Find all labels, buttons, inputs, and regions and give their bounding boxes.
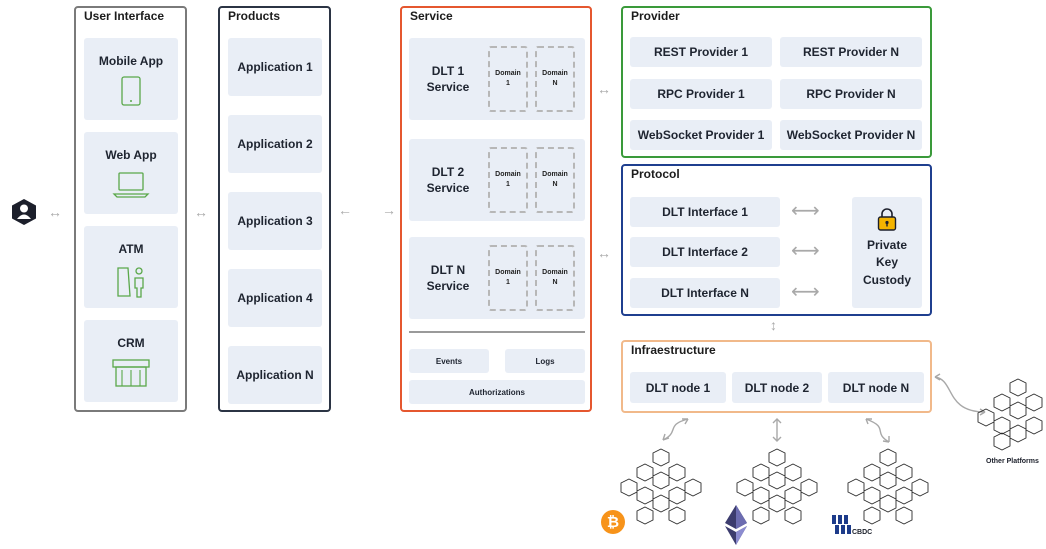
rpc-provider-1[interactable]: RPC Provider 1 xyxy=(630,79,772,109)
products-right-arrow-icon: → xyxy=(382,202,396,218)
service-label: DLT 2 Service xyxy=(426,164,470,195)
mobile-phone-icon xyxy=(121,76,141,106)
ui-products-arrow-icon: ↔ xyxy=(194,204,208,220)
provider-panel: Provider REST Provider 1 REST Provider N… xyxy=(621,6,932,158)
private-key-custody[interactable]: Private Key Custody xyxy=(852,197,922,308)
service-2-domain-1[interactable]: Domain 1 xyxy=(488,147,528,213)
cbdc-logo-icon xyxy=(832,515,851,534)
service-label: DLT N Service xyxy=(426,262,470,293)
protocol-infra-arrow-icon: ↕ xyxy=(770,317,777,333)
padlock-icon xyxy=(877,208,897,231)
service-n-domain-1[interactable]: Domain 1 xyxy=(488,245,528,311)
bitcoin-icon: ₿ xyxy=(601,510,625,534)
service-dlt-n[interactable]: DLT N Service xyxy=(409,237,585,319)
ui-item-web-app[interactable]: Web App xyxy=(84,132,178,214)
service-panel: Service DLT 1 Service Domain 1 Domain N … xyxy=(400,6,592,412)
panel-title: Protocol xyxy=(631,167,680,181)
user-ui-arrow-icon: ↔ xyxy=(48,204,62,220)
dlt-node-n[interactable]: DLT node N xyxy=(828,372,924,403)
events-button[interactable]: Events xyxy=(409,349,489,373)
atm-user-icon xyxy=(117,267,144,298)
user-avatar-icon xyxy=(10,198,38,226)
service-divider xyxy=(409,331,585,333)
service-1-domain-1[interactable]: Domain 1 xyxy=(488,46,528,112)
ui-item-crm[interactable]: CRM xyxy=(84,320,178,402)
cbdc-label: CBDC xyxy=(852,529,873,536)
product-application-1[interactable]: Application 1 xyxy=(228,38,322,96)
panel-title: Service xyxy=(410,9,453,23)
interface-custody-arrow-icon: ⟷ xyxy=(791,240,820,262)
other-platforms-cubes-icon xyxy=(977,378,1043,451)
protocol-panel: Protocol DLT Interface 1 DLT Interface 2… xyxy=(621,164,932,316)
service-1-domain-n[interactable]: Domain N xyxy=(535,46,575,112)
laptop-icon xyxy=(112,172,150,198)
rpc-provider-n[interactable]: RPC Provider N xyxy=(780,79,922,109)
service-provider-arrow-icon: ↔ xyxy=(597,81,611,97)
authorizations-button[interactable]: Authorizations xyxy=(409,380,585,404)
service-dlt-2[interactable]: DLT 2 Service xyxy=(409,139,585,221)
panel-title: Infraestructure xyxy=(631,343,716,357)
service-protocol-arrow-icon: ↔ xyxy=(597,245,611,261)
dlt-interface-n[interactable]: DLT Interface N xyxy=(630,278,780,308)
logs-button[interactable]: Logs xyxy=(505,349,585,373)
products-panel: Products Application 1 Application 2 App… xyxy=(218,6,331,412)
user-interface-panel: User Interface Mobile App Web App ATM CR… xyxy=(74,6,187,412)
interface-custody-arrow-icon: ⟷ xyxy=(791,200,820,222)
dlt-interface-2[interactable]: DLT Interface 2 xyxy=(630,237,780,267)
service-label: DLT 1 Service xyxy=(426,63,470,94)
ethereum-icon xyxy=(725,505,747,545)
websocket-provider-n[interactable]: WebSocket Provider N xyxy=(780,120,922,150)
other-platforms-label: Other Platforms xyxy=(986,458,1039,465)
dlt-node-2[interactable]: DLT node 2 xyxy=(732,372,822,403)
bitcoin-network-cubes-icon xyxy=(620,448,702,525)
panel-title: Products xyxy=(228,9,281,23)
product-application-n[interactable]: Application N xyxy=(228,346,322,404)
svg-text:₿: ₿ xyxy=(607,513,619,531)
ui-item-mobile-app[interactable]: Mobile App xyxy=(84,38,178,120)
rest-provider-1[interactable]: REST Provider 1 xyxy=(630,37,772,67)
product-application-2[interactable]: Application 2 xyxy=(228,115,322,173)
products-left-arrow-icon: ← xyxy=(338,202,352,218)
product-application-3[interactable]: Application 3 xyxy=(228,192,322,250)
storefront-icon xyxy=(112,359,150,387)
service-n-domain-n[interactable]: Domain N xyxy=(535,245,575,311)
dlt-interface-1[interactable]: DLT Interface 1 xyxy=(630,197,780,227)
ui-item-atm[interactable]: ATM xyxy=(84,226,178,308)
websocket-provider-1[interactable]: WebSocket Provider 1 xyxy=(630,120,772,150)
product-application-4[interactable]: Application 4 xyxy=(228,269,322,327)
service-2-domain-n[interactable]: Domain N xyxy=(535,147,575,213)
interface-custody-arrow-icon: ⟷ xyxy=(791,281,820,303)
dlt-node-1[interactable]: DLT node 1 xyxy=(630,372,726,403)
cbdc-network-cubes-icon xyxy=(847,448,929,525)
panel-title: Provider xyxy=(631,9,680,23)
panel-title: User Interface xyxy=(84,9,165,23)
infrastructure-panel: Infraestructure DLT node 1 DLT node 2 DL… xyxy=(621,340,932,413)
ethereum-network-cubes-icon xyxy=(736,448,818,525)
rest-provider-n[interactable]: REST Provider N xyxy=(780,37,922,67)
service-dlt-1[interactable]: DLT 1 Service xyxy=(409,38,585,120)
